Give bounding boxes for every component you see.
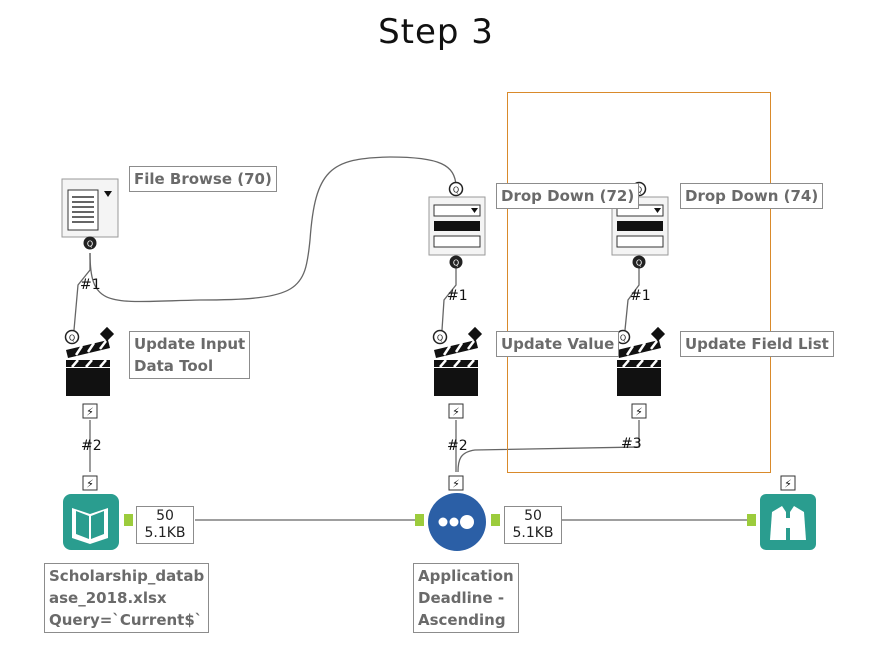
- file-browse-label: File Browse (70): [129, 166, 277, 192]
- svg-text:⚡: ⚡: [452, 406, 460, 419]
- svg-text:Q: Q: [453, 259, 459, 268]
- drop-down-74-label: Drop Down (74): [680, 183, 824, 209]
- input-data-label-line2: ase_2018.xlsx: [49, 589, 167, 607]
- svg-text:Q: Q: [453, 186, 459, 195]
- svg-text:⚡: ⚡: [784, 478, 792, 491]
- input-size: 5.1KB: [144, 525, 186, 541]
- connection-label-6: #3: [621, 436, 642, 452]
- sort-rows: 50: [524, 508, 542, 524]
- sort-label-line1: Application: [418, 567, 514, 585]
- file-browse-icon[interactable]: Q: [61, 178, 119, 250]
- input-data-label: Scholarship_datab ase_2018.xlsx Query=`C…: [44, 563, 210, 633]
- wire-dd74-to-update-field: [624, 263, 640, 331]
- sort-label-line2: Deadline -: [418, 589, 505, 607]
- wire-dd72-to-update-value: [441, 263, 457, 331]
- connection-label-1: #1: [80, 277, 101, 293]
- svg-text:Q: Q: [636, 259, 642, 268]
- drop-down-72-icon[interactable]: Q Q: [428, 181, 486, 269]
- input-record-count: 50 5.1KB: [136, 506, 194, 544]
- page-title: Step 3: [378, 12, 494, 52]
- update-input-label-line1: Update Input: [134, 335, 246, 353]
- wire-file-to-dropdown72: [89, 156, 457, 303]
- wire-update-field-to-sort: [457, 420, 640, 473]
- update-input-label: Update Input Data Tool: [129, 331, 251, 379]
- update-field-list-clapper-icon[interactable]: Q ⚡: [615, 326, 666, 419]
- update-value-label: Update Value: [496, 331, 620, 357]
- connection-label-2: #1: [447, 288, 468, 304]
- update-field-list-label: Update Field List: [680, 331, 834, 357]
- svg-text:⚡: ⚡: [86, 478, 94, 491]
- update-value-clapper-icon[interactable]: Q ⚡: [432, 326, 483, 419]
- svg-text:Q: Q: [620, 334, 626, 343]
- input-data-label-line3: Query=`Current$`: [49, 611, 203, 629]
- sort-label: Application Deadline - Ascending: [413, 563, 519, 633]
- svg-text:Q: Q: [69, 334, 75, 343]
- wire-file-to-update-input: [73, 253, 91, 331]
- svg-text:⚡: ⚡: [86, 406, 94, 419]
- browse-binoculars-icon[interactable]: ⚡: [747, 475, 816, 550]
- sort-tool-icon[interactable]: ⚡: [415, 475, 500, 551]
- input-data-book-icon[interactable]: ⚡: [63, 475, 133, 550]
- sort-record-count: 50 5.1KB: [504, 506, 562, 544]
- connection-label-4: #2: [81, 438, 102, 454]
- update-input-label-line2: Data Tool: [134, 357, 214, 375]
- selection-box[interactable]: [507, 92, 771, 473]
- sort-size: 5.1KB: [512, 525, 554, 541]
- update-input-clapper-icon[interactable]: Q ⚡: [64, 326, 115, 419]
- drop-down-72-label: Drop Down (72): [496, 183, 640, 209]
- input-data-label-line1: Scholarship_datab: [49, 567, 205, 585]
- svg-text:Q: Q: [437, 334, 443, 343]
- svg-text:⚡: ⚡: [452, 478, 460, 491]
- input-rows: 50: [156, 508, 174, 524]
- connection-label-3: #1: [630, 288, 651, 304]
- svg-text:⚡: ⚡: [635, 406, 643, 419]
- sort-label-line3: Ascending: [418, 611, 506, 629]
- svg-text:Q: Q: [87, 240, 93, 249]
- connection-label-5: #2: [447, 438, 468, 454]
